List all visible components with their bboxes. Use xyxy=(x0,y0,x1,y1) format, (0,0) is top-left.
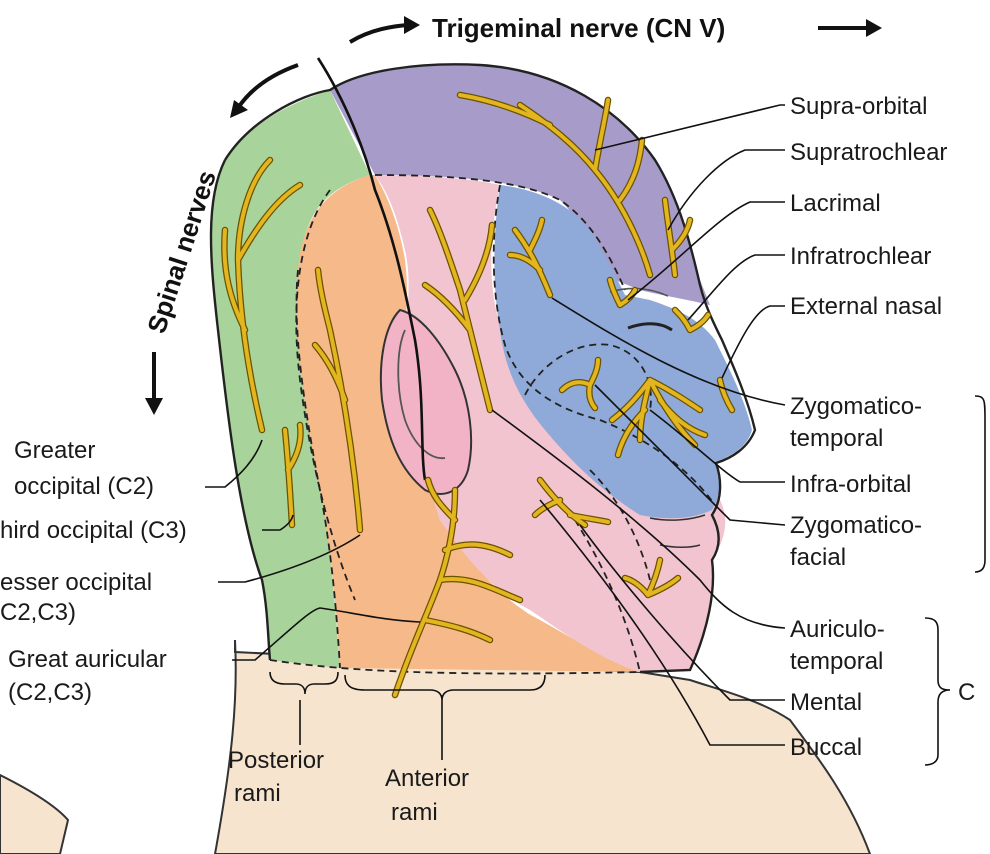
label-auriculotemporal-2: temporal xyxy=(790,648,883,675)
label-zygomaticotemporal-1: Zygomatico- xyxy=(790,393,922,420)
label-lesser-occipital-2: C2,C3) xyxy=(0,599,76,626)
label-zygomaticotemporal-2: temporal xyxy=(790,425,883,452)
label-greater-occipital-1: Greater xyxy=(14,437,95,464)
label-lacrimal: Lacrimal xyxy=(790,190,881,217)
label-greater-occipital-2: occipital (C2) xyxy=(14,473,154,500)
label-mental: Mental xyxy=(790,689,862,716)
trigeminal-title: Trigeminal nerve (CN V) xyxy=(432,13,725,43)
shoulder-fragment xyxy=(0,775,68,854)
label-anterior-rami-2: rami xyxy=(391,799,438,826)
label-external-nasal: External nasal xyxy=(790,293,942,320)
label-zygomaticofacial-1: Zygomatico- xyxy=(790,512,922,539)
spinal-title: Spinal nerves xyxy=(141,167,222,337)
label-great-auricular-1: Great auricular xyxy=(8,646,167,673)
label-infratrochlear: Infratrochlear xyxy=(790,243,931,270)
label-great-auricular-2: (C2,C3) xyxy=(8,679,92,706)
label-third-occipital: hird occipital (C3) xyxy=(0,517,187,544)
label-lesser-occipital-1: esser occipital xyxy=(0,569,152,596)
label-buccal: Buccal xyxy=(790,734,862,761)
label-anterior-rami-1: Anterior xyxy=(385,765,469,792)
label-posterior-rami-2: rami xyxy=(234,780,281,807)
label-posterior-rami-1: Posterior xyxy=(228,747,324,774)
label-zygomaticofacial-2: facial xyxy=(790,544,846,571)
label-auriculotemporal-1: Auriculo- xyxy=(790,616,885,643)
label-supra-orbital: Supra-orbital xyxy=(790,93,927,120)
label-infra-orbital: Infra-orbital xyxy=(790,471,911,498)
label-supratrochlear: Supratrochlear xyxy=(790,139,947,166)
label-cn-fragment: C xyxy=(958,679,975,706)
